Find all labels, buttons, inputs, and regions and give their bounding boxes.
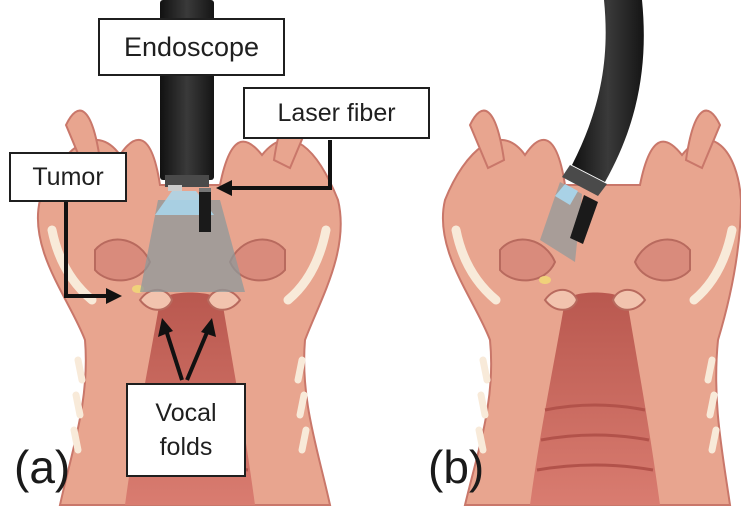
tumor-mark-b xyxy=(539,276,551,284)
laser-fiber-label: Laser fiber xyxy=(243,87,430,139)
endoscope-label-text: Endoscope xyxy=(124,32,259,63)
vocal-folds-label-line1: Vocal xyxy=(155,396,216,430)
endoscope-label: Endoscope xyxy=(98,18,285,76)
vocal-folds-label: Vocal folds xyxy=(126,383,246,477)
laser-fiber-label-text: Laser fiber xyxy=(277,99,395,128)
tumor-label: Tumor xyxy=(9,152,127,202)
panel-label-a: (a) xyxy=(14,440,70,494)
vocal-folds-label-line2: folds xyxy=(160,430,213,464)
tumor-label-text: Tumor xyxy=(32,163,103,192)
laser-fiber-icon xyxy=(199,188,211,232)
panel-label-b: (b) xyxy=(428,440,484,494)
